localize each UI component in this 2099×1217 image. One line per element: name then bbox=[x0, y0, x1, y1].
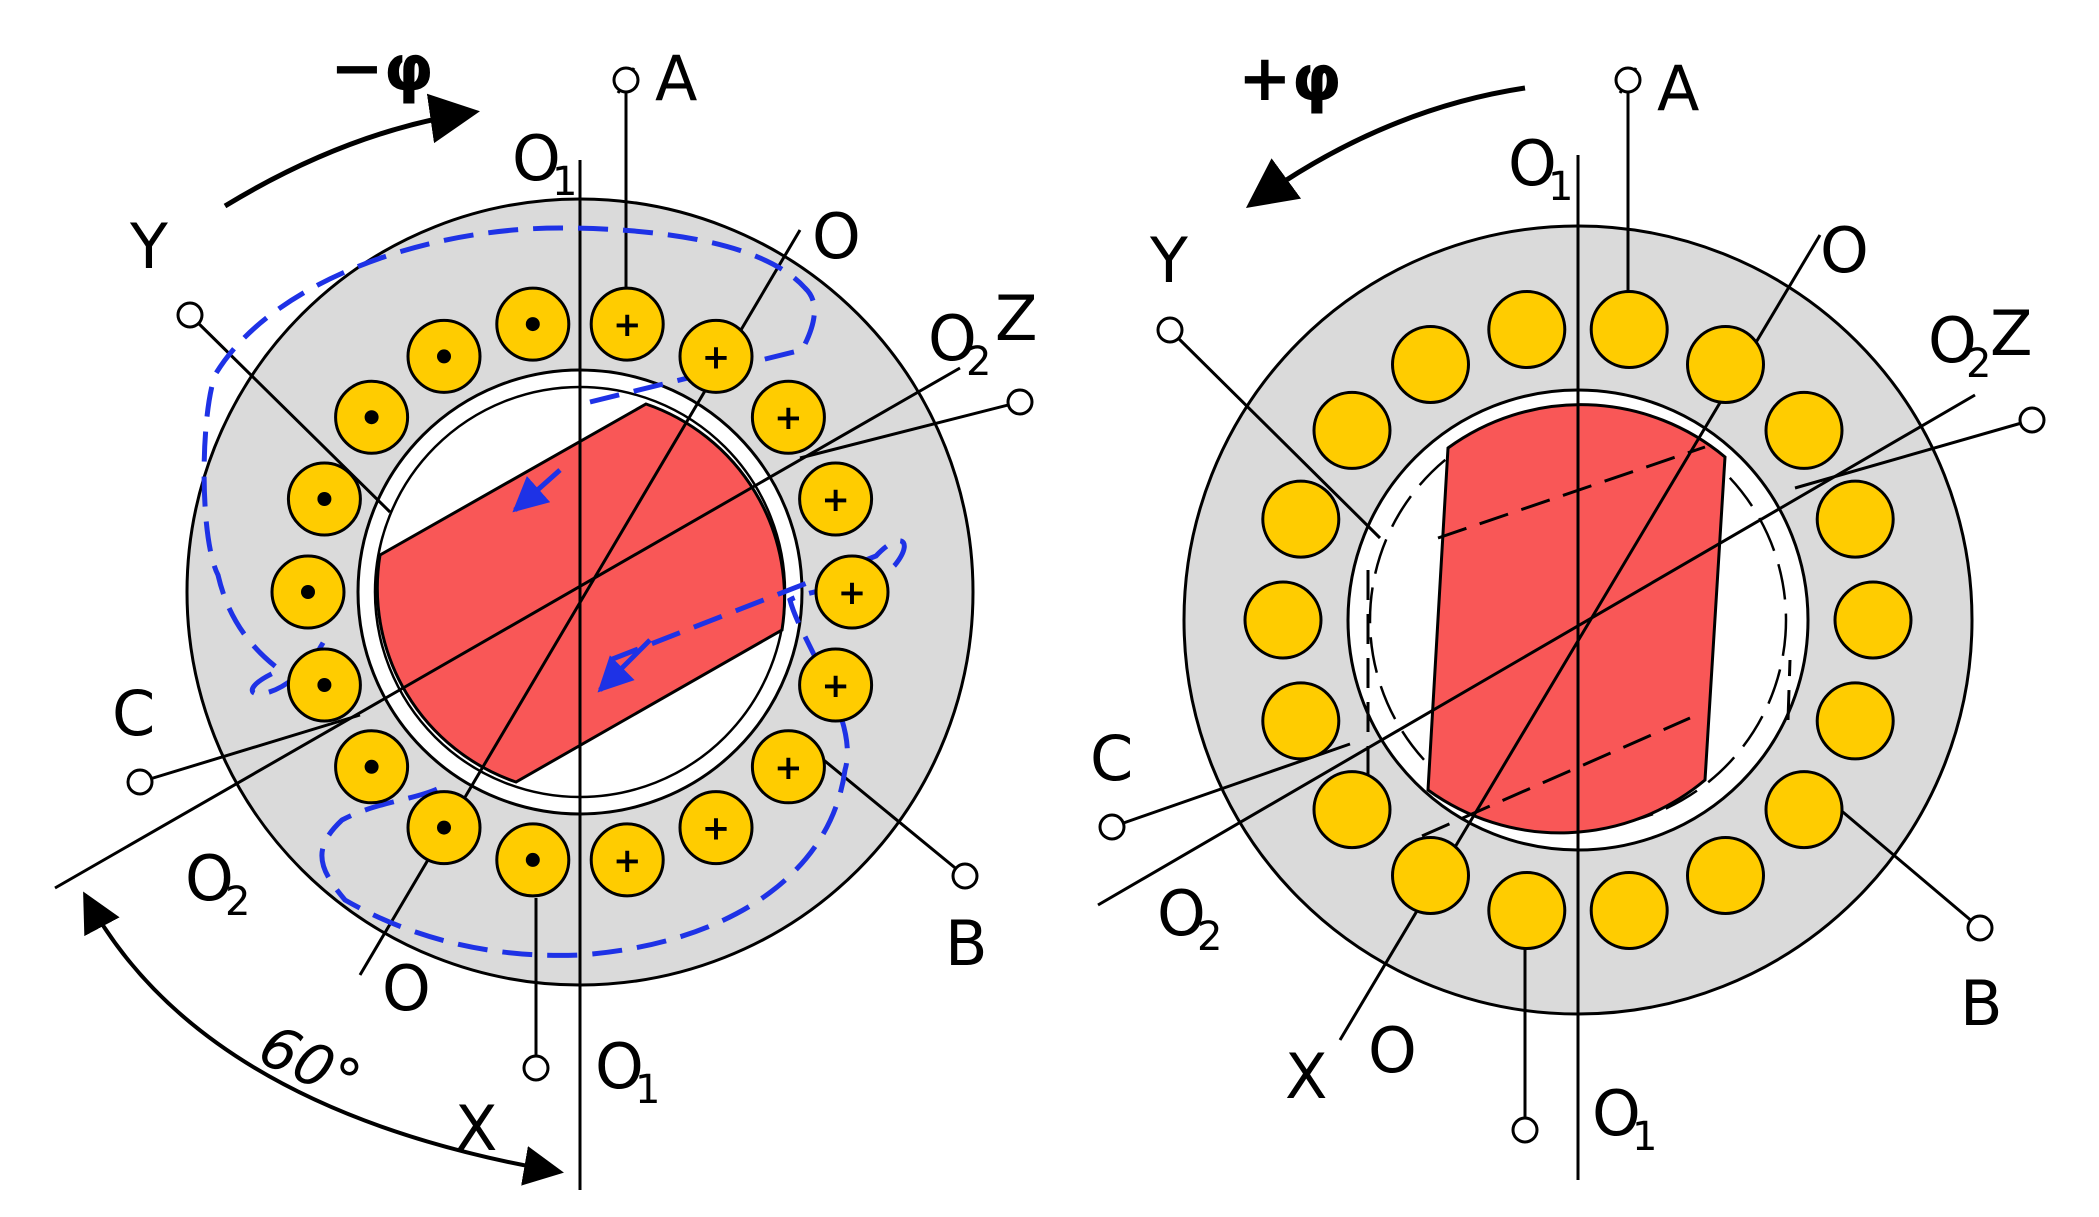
angle-label: 60° bbox=[249, 1011, 371, 1116]
conductor-dot-mark bbox=[317, 492, 332, 506]
conductor-dot-mark bbox=[301, 585, 315, 599]
conductor bbox=[678, 790, 754, 866]
conductor bbox=[1312, 390, 1392, 470]
conductor bbox=[798, 647, 874, 723]
conductor-plus-mark: + bbox=[702, 809, 731, 849]
flux-path bbox=[1366, 445, 1792, 838]
axis-label-o2: O bbox=[928, 302, 977, 375]
conductor-plus-mark: + bbox=[838, 573, 867, 613]
axis-label-o-top: O bbox=[812, 200, 861, 273]
conductor-plus-mark: + bbox=[613, 841, 642, 881]
conductor bbox=[1391, 325, 1470, 404]
rotation-label-positive: +φ bbox=[1238, 42, 1342, 116]
conductor-dot-mark bbox=[317, 678, 332, 692]
conductor bbox=[1764, 390, 1844, 470]
axis-label-o1-bottom-subscript: 1 bbox=[1632, 1114, 1657, 1160]
right-machine-diagram: +φ A X B Y C Z O 1 O 1 O 2 O 2 O O bbox=[1090, 42, 2046, 1180]
conductor bbox=[1815, 479, 1895, 559]
conductor bbox=[1589, 290, 1669, 369]
conductor-dot-mark bbox=[525, 852, 540, 867]
conductor bbox=[750, 379, 826, 455]
terminal-label-z: Z bbox=[1990, 297, 2032, 370]
axis-label-o2-subscript: 2 bbox=[1966, 341, 1991, 387]
conductor bbox=[678, 318, 754, 394]
terminal-label-c: C bbox=[112, 677, 155, 750]
conductor-plus-mark: + bbox=[613, 305, 642, 345]
terminal-label-a: A bbox=[1657, 52, 1699, 125]
axis-label-o2-left-subscript: 2 bbox=[225, 879, 250, 925]
flux-arrow bbox=[512, 468, 562, 513]
axis-label-o1: O bbox=[512, 122, 561, 195]
terminal-label-b: B bbox=[1960, 967, 2003, 1040]
conductor-plus-mark: + bbox=[821, 666, 850, 706]
terminal-label-b: B bbox=[945, 907, 988, 980]
terminal-label-y: Y bbox=[129, 210, 168, 283]
conductor-dot-mark bbox=[437, 820, 451, 835]
winding-leads bbox=[1098, 66, 2046, 1144]
terminal-label-a: A bbox=[655, 42, 697, 115]
axis-label-o1-bottom: O bbox=[1592, 1077, 1641, 1150]
axis-label-o1-bottom: O bbox=[595, 1030, 644, 1103]
axis-label-o1-subscript: 1 bbox=[1548, 164, 1573, 210]
conductor bbox=[798, 461, 874, 537]
terminal-label-x: X bbox=[1285, 1040, 1327, 1113]
conductor bbox=[1487, 871, 1567, 950]
conductor bbox=[589, 822, 665, 898]
axis-label-o2-left: O bbox=[1157, 877, 1206, 950]
conductor-plus-mark: + bbox=[821, 480, 850, 520]
conductor bbox=[1686, 836, 1765, 915]
axis-label-o2-left: O bbox=[185, 842, 234, 915]
conductor bbox=[1815, 681, 1895, 761]
conductor bbox=[1686, 325, 1765, 404]
conductor bbox=[1833, 580, 1913, 660]
conductor bbox=[589, 286, 665, 362]
terminal-label-x: X bbox=[455, 1092, 497, 1165]
conductor bbox=[814, 554, 890, 630]
conductor bbox=[1261, 479, 1341, 559]
conductor bbox=[1589, 871, 1669, 950]
conductor bbox=[1487, 290, 1567, 369]
axis-label-o2-left-subscript: 2 bbox=[1197, 914, 1222, 960]
stator-conductors bbox=[1243, 290, 1913, 950]
rotation-arrow-positive bbox=[1245, 85, 1526, 208]
terminal-label-y: Y bbox=[1149, 224, 1188, 297]
conductor-plus-mark: + bbox=[774, 398, 803, 438]
conductor-plus-mark: + bbox=[774, 748, 803, 788]
conductor-dot-mark bbox=[525, 317, 540, 332]
axis-label-o2-subscript: 2 bbox=[966, 339, 991, 385]
stator-conductors: + + + + + + + + + bbox=[270, 286, 890, 898]
rotation-label-negative: −φ bbox=[330, 32, 434, 106]
conductor bbox=[750, 729, 826, 805]
conductor-plus-mark: + bbox=[702, 337, 731, 377]
rotation-arrow-negative bbox=[223, 93, 480, 209]
left-machine-diagram: + + + + + + + + + −φ 60° A X B Y C Z O 1 O 1 O 2… bbox=[54, 32, 1037, 1190]
conductor bbox=[1391, 836, 1470, 915]
conductor-dot-mark bbox=[364, 759, 379, 774]
axis-label-o1: O bbox=[1508, 127, 1557, 200]
axis-label-o-bottom: O bbox=[1368, 1014, 1417, 1087]
terminal-label-c: C bbox=[1090, 722, 1133, 795]
axis-label-o2: O bbox=[1928, 304, 1977, 377]
axis-label-o1-subscript: 1 bbox=[552, 159, 577, 205]
axis-label-o-top: O bbox=[1820, 214, 1869, 287]
axis-label-o-bottom: O bbox=[382, 952, 431, 1025]
terminal-label-z: Z bbox=[995, 282, 1037, 355]
conductor bbox=[1243, 580, 1323, 660]
conductor bbox=[1312, 770, 1392, 850]
conductor-dot-mark bbox=[364, 410, 379, 425]
conductor bbox=[1764, 770, 1844, 850]
flux-arrow bbox=[597, 638, 652, 693]
axis-label-o1-bottom-subscript: 1 bbox=[635, 1067, 660, 1113]
conductor bbox=[1261, 681, 1341, 761]
conductor-dot-mark bbox=[437, 349, 451, 364]
flux-path bbox=[201, 225, 817, 697]
angle-arc bbox=[83, 891, 564, 1186]
